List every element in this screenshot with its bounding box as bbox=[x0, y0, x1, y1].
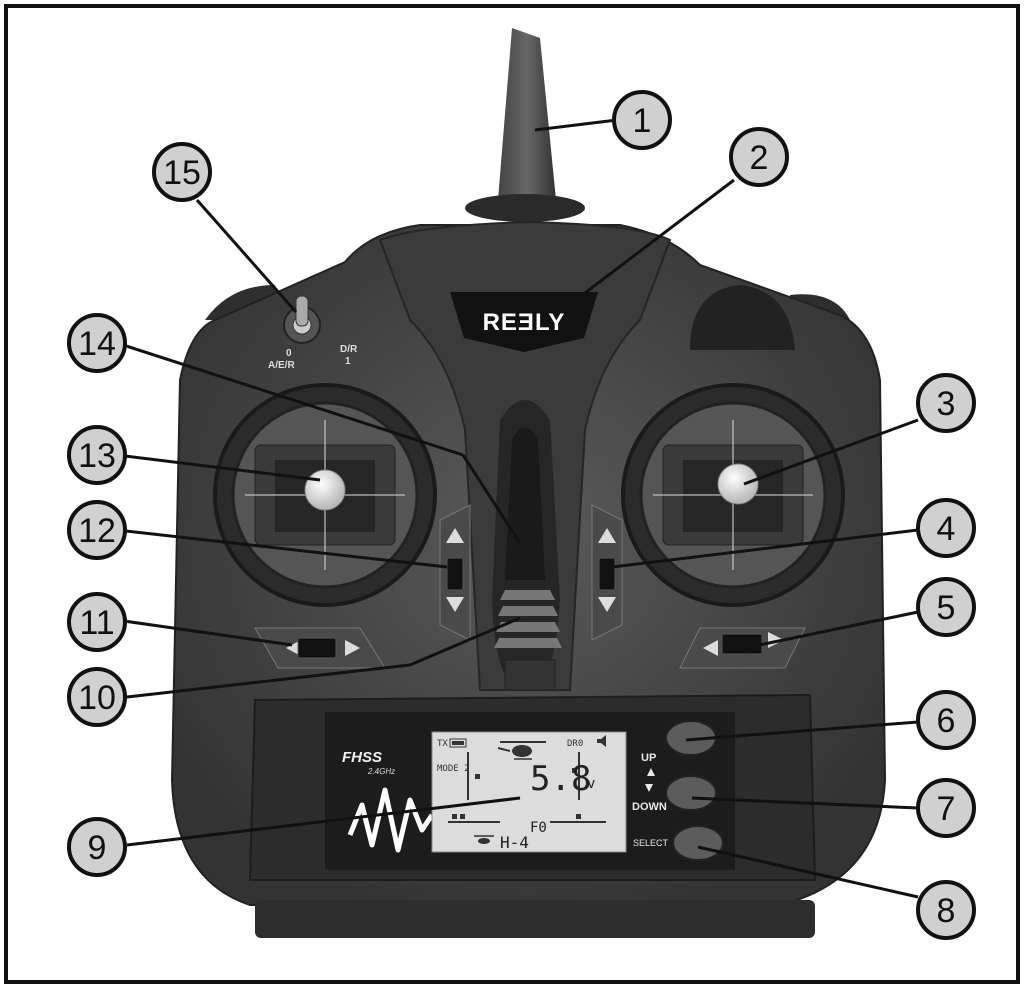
down-button-label: DOWN bbox=[632, 801, 667, 813]
callout-label-2: 2 bbox=[750, 139, 769, 177]
antenna-base bbox=[465, 194, 585, 222]
callout-circle-5 bbox=[916, 577, 976, 637]
lcd-voltage: 5.8 bbox=[530, 759, 591, 799]
callout-label-3: 3 bbox=[937, 385, 956, 423]
up-button-label: UP bbox=[641, 752, 656, 764]
switch-label-right-pos: 1 bbox=[345, 356, 351, 367]
callout-label-4: 4 bbox=[937, 510, 956, 548]
callout-circle-9 bbox=[67, 817, 127, 877]
switch-label-left-pos: 0 bbox=[286, 348, 292, 359]
center-slot bbox=[505, 427, 545, 580]
leader-3 bbox=[743, 418, 919, 486]
leader-1 bbox=[534, 118, 618, 132]
callout-circle-7 bbox=[916, 778, 976, 838]
leader-10b bbox=[409, 616, 521, 667]
dual-rate-switch[interactable] bbox=[283, 295, 321, 344]
callout-label-10: 10 bbox=[78, 679, 116, 717]
right-horizontal-trim[interactable] bbox=[679, 627, 806, 669]
callout-circle-10 bbox=[67, 667, 127, 727]
battery-icon bbox=[449, 738, 467, 748]
leader-13 bbox=[116, 453, 321, 482]
callout-label-8: 8 bbox=[937, 892, 956, 930]
callout-label-12: 12 bbox=[78, 512, 116, 550]
leader-7 bbox=[691, 796, 919, 810]
callout-circle-2 bbox=[729, 127, 789, 187]
callout-circle-12 bbox=[67, 500, 127, 560]
callout-label-5: 5 bbox=[937, 589, 956, 627]
center-lower-block bbox=[504, 659, 556, 691]
leader-10a bbox=[126, 663, 411, 699]
brand-logo: REƎLY bbox=[483, 309, 566, 336]
callout-label-11: 11 bbox=[79, 604, 114, 642]
callout-circle-8 bbox=[916, 880, 976, 940]
lcd-flight-mode: F0 bbox=[530, 820, 547, 836]
right-vertical-trim[interactable] bbox=[591, 504, 623, 641]
callout-label-15: 15 bbox=[163, 154, 201, 192]
leader-4 bbox=[603, 528, 919, 570]
switch-label-left: A/E/R bbox=[268, 360, 295, 371]
fhss-band-label: 2.4GHz bbox=[367, 767, 395, 776]
center-trim-grip bbox=[494, 590, 562, 648]
callout-circle-14 bbox=[67, 313, 127, 373]
right-stick-gimbal[interactable] bbox=[621, 383, 845, 607]
callout-circle-6 bbox=[916, 690, 976, 750]
lcd-mode-label: MODE 2 bbox=[437, 764, 470, 774]
callout-label-9: 9 bbox=[88, 829, 107, 867]
leader-11 bbox=[116, 618, 293, 647]
switch-label-right: D/R bbox=[340, 344, 358, 355]
model-heli-icon bbox=[474, 835, 494, 844]
fhss-label: FHSS bbox=[342, 749, 382, 766]
callout-label-14: 14 bbox=[78, 325, 116, 363]
lcd-voltage-unit: v bbox=[587, 776, 595, 792]
select-button[interactable] bbox=[672, 825, 724, 861]
down-button[interactable] bbox=[665, 775, 717, 811]
lcd-model-name: H-4 bbox=[500, 833, 529, 852]
callout-label-13: 13 bbox=[78, 437, 116, 475]
leader-5 bbox=[744, 610, 919, 650]
callout-label-6: 6 bbox=[937, 702, 956, 740]
down-arrow-icon bbox=[645, 784, 653, 792]
callout-label-7: 7 bbox=[937, 790, 956, 828]
callout-circle-1 bbox=[612, 90, 672, 150]
leader-12 bbox=[116, 528, 448, 569]
leader-15 bbox=[195, 199, 298, 313]
lcd-tx-label: TX bbox=[437, 739, 448, 749]
right-stick-knob bbox=[717, 463, 759, 505]
callout-circle-15 bbox=[152, 142, 212, 202]
callout-circle-11 bbox=[67, 592, 127, 652]
leader-8 bbox=[697, 845, 919, 899]
brand-logo-plate bbox=[450, 292, 598, 352]
leader-9 bbox=[126, 796, 521, 847]
left-vertical-trim[interactable] bbox=[439, 504, 471, 641]
up-arrow-icon bbox=[647, 768, 655, 776]
left-stick-gimbal[interactable] bbox=[213, 383, 437, 607]
callout-circle-3 bbox=[916, 373, 976, 433]
helicopter-icon bbox=[497, 741, 546, 760]
select-button-label: SELECT bbox=[633, 838, 669, 848]
left-stick-knob bbox=[304, 469, 346, 511]
callout-circle-13 bbox=[67, 425, 127, 485]
leader-6 bbox=[685, 720, 919, 742]
leader-14a bbox=[116, 341, 464, 457]
transmitter-foot bbox=[255, 900, 815, 938]
callout-circle-4 bbox=[916, 498, 976, 558]
lcd-content: TX MODE 2 DR0 5.8 v F0 H-4 bbox=[437, 735, 606, 852]
speaker-grille bbox=[690, 285, 795, 350]
callout-label-1: 1 bbox=[633, 102, 652, 140]
speaker-icon bbox=[597, 735, 606, 747]
antenna bbox=[498, 28, 556, 200]
lcd-dr-label: DR0 bbox=[567, 739, 583, 749]
leader-lines bbox=[116, 118, 919, 899]
leader-2 bbox=[572, 178, 735, 304]
left-horizontal-trim[interactable] bbox=[254, 627, 386, 669]
leader-14b bbox=[461, 454, 522, 544]
signal-wave-logo bbox=[347, 787, 435, 853]
